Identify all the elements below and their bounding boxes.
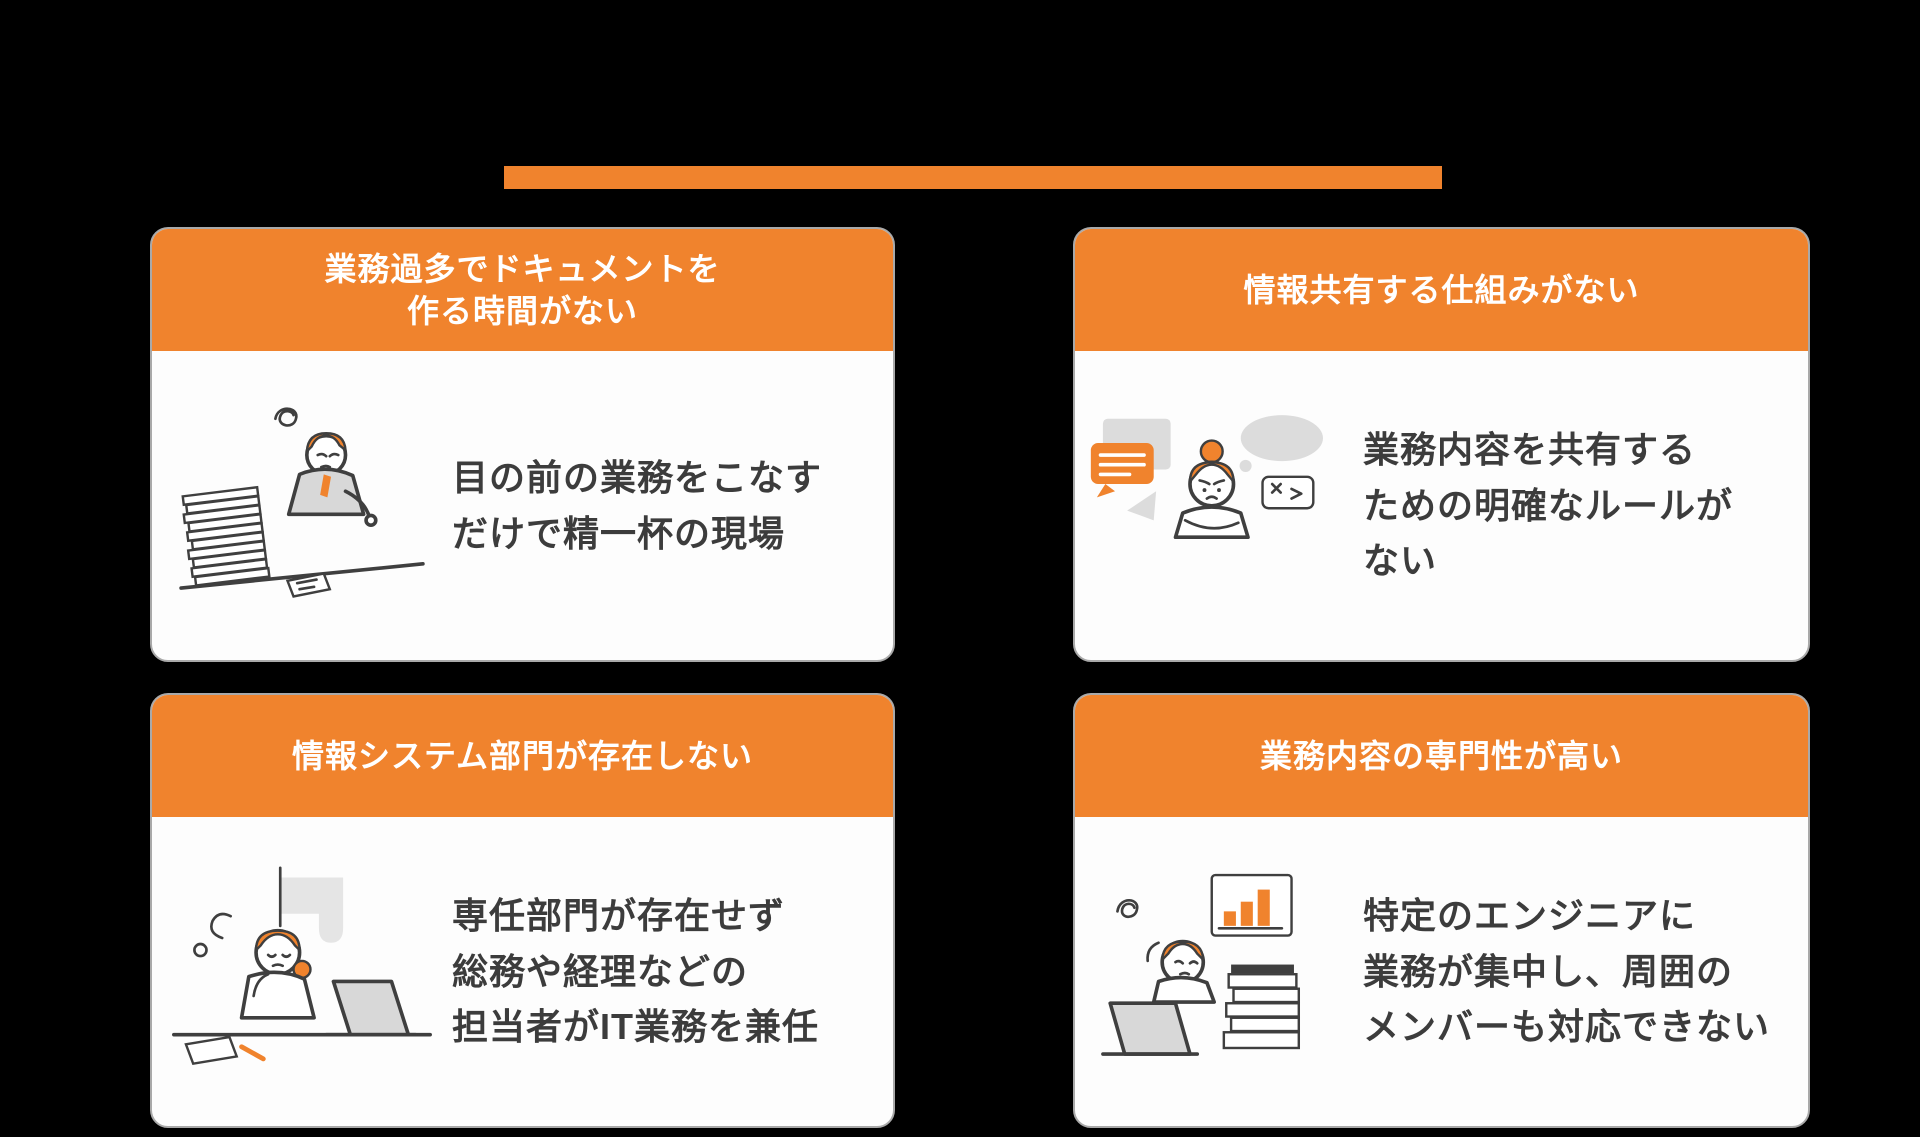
card-overwork-header: 業務過多でドキュメントを 作る時間がない <box>152 229 893 351</box>
card-no-it-dept-text: 専任部門が存在せず 総務や経理などの 担当者がIT業務を兼任 <box>452 888 833 1055</box>
body-text-line: 目の前の業務をこなす <box>452 456 823 498</box>
body-text-line: だけで精一杯の現場 <box>452 512 786 554</box>
card-high-specialization-header: 業務内容の専門性が高い <box>1075 695 1808 817</box>
body-text-line: 特定のエンジニアに <box>1363 894 1697 936</box>
card-no-it-dept-body: 専任部門が存在せず 総務や経理などの 担当者がIT業務を兼任 <box>152 817 893 1126</box>
body-text-line: 専任部門が存在せず <box>452 894 786 936</box>
card-no-sharing-header: 情報共有する仕組みがない <box>1075 229 1808 351</box>
card-overwork-body: 目の前の業務をこなす だけで精一杯の現場 <box>152 351 893 660</box>
card-high-specialization-body: 特定のエンジニアに 業務が集中し、周囲の メンバーも対応できない <box>1075 817 1808 1126</box>
body-text-line: 総務や経理などの <box>452 950 749 992</box>
card-no-it-department: 情報システム部門が存在しない <box>150 693 895 1128</box>
card-title-line: 業務過多でドキュメントを <box>324 250 721 287</box>
card-title-line: 作る時間がない <box>406 293 638 329</box>
body-text-line: ない <box>1363 540 1438 582</box>
card-no-sharing-text: 業務内容を共有する ための明確なルールが ない <box>1363 422 1747 589</box>
title-underline-bar <box>504 166 1442 189</box>
card-no-it-dept-header: 情報システム部門が存在しない <box>152 695 893 817</box>
body-text-line: メンバーも対応できない <box>1363 1006 1771 1048</box>
card-title-line: 情報システム部門が存在しない <box>291 737 754 774</box>
card-no-sharing-scheme: 情報共有する仕組みがない <box>1073 227 1810 662</box>
card-no-sharing-body: 業務内容を共有する ための明確なルールが ない <box>1075 351 1808 660</box>
card-overwork-text: 目の前の業務をこなす だけで精一杯の現場 <box>452 450 836 562</box>
overworked-man-with-paper-stack-illustration <box>152 397 452 615</box>
body-text-line: 業務内容を共有する <box>1363 428 1697 470</box>
card-high-specialization: 業務内容の専門性が高い <box>1073 693 1810 1128</box>
body-text-line: 担当者がIT業務を兼任 <box>452 1006 819 1048</box>
tired-woman-at-desk-with-laptop-illustration <box>152 863 452 1081</box>
stressed-engineer-with-chart-and-books-illustration <box>1075 863 1363 1081</box>
card-title-line: 情報共有する仕組みがない <box>1243 271 1640 308</box>
body-text-line: 業務が集中し、周囲の <box>1363 950 1734 992</box>
card-high-specialization-text: 特定のエンジニアに 業務が集中し、周囲の メンバーも対応できない <box>1363 888 1784 1055</box>
body-text-line: ための明確なルールが <box>1363 484 1734 526</box>
card-title-line: 業務内容の専門性が高い <box>1259 737 1623 774</box>
confused-woman-with-speech-bubbles-illustration <box>1075 397 1363 615</box>
card-overwork-no-time: 業務過多でドキュメントを 作る時間がない <box>150 227 895 662</box>
